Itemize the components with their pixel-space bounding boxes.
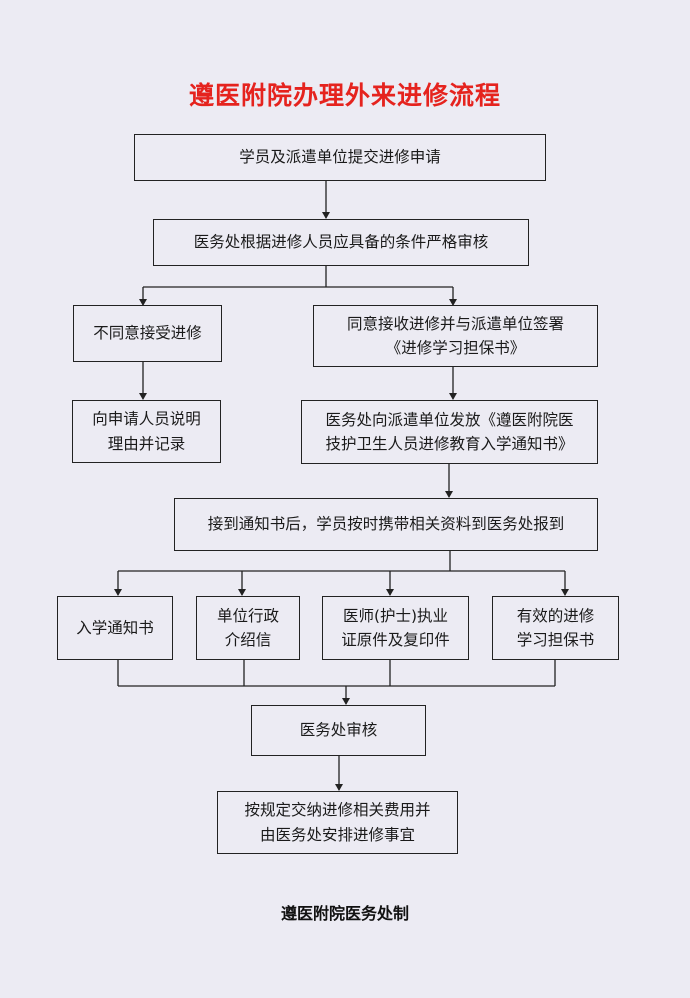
step-agree-line-2: 《进修学习担保书》 bbox=[385, 339, 526, 357]
doc-guarantee-line-2: 学习担保书 bbox=[516, 631, 595, 649]
doc-unit-letter: 单位行政 介绍信 bbox=[196, 596, 300, 660]
page-title: 遵医附院办理外来进修流程 bbox=[188, 81, 501, 110]
step-submit-application: 学员及派遣单位提交进修申请 bbox=[134, 134, 546, 181]
doc-admission-label: 入学通知书 bbox=[76, 618, 154, 637]
step-explain-line-2: 理由并记录 bbox=[107, 434, 186, 453]
step-explain-record: 向申请人员说明 理由并记录 bbox=[72, 400, 221, 463]
step-agree-line-1: 同意接收进修并与派遣单位签署 bbox=[346, 314, 564, 333]
step-medical-audit: 医务处审核 bbox=[251, 705, 426, 756]
step-agree-sign: 同意接收进修并与派遣单位签署 《进修学习担保书》 bbox=[313, 305, 598, 367]
step-pay-fees: 按规定交纳进修相关费用并 由医务处安排进修事宜 bbox=[217, 791, 458, 854]
doc-letter-line-1: 单位行政 bbox=[216, 606, 279, 625]
step-issue-notice: 医务处向派遣单位发放《遵医附院医 技护卫生人员进修教育入学通知书》 bbox=[301, 400, 598, 464]
step-fees-line-1: 按规定交纳进修相关费用并 bbox=[244, 801, 431, 820]
step-notify-line-2: 技护卫生人员进修教育入学通知书》 bbox=[325, 435, 574, 453]
step-submit-label: 学员及派遣单位提交进修申请 bbox=[239, 148, 441, 167]
step-explain-line-1: 向申请人员说明 bbox=[92, 410, 201, 429]
step-strict-review: 医务处根据进修人员应具备的条件严格审核 bbox=[153, 219, 529, 266]
step-disagree-label: 不同意接受进修 bbox=[93, 324, 202, 343]
step-notify-line-1: 医务处向派遣单位发放《遵医附院医 bbox=[325, 410, 574, 429]
issuer-footer: 遵医附院医务处制 bbox=[280, 904, 409, 923]
step-review-label: 医务处根据进修人员应具备的条件严格审核 bbox=[193, 233, 489, 252]
doc-license-line-1: 医师(护士)执业 bbox=[342, 606, 449, 625]
doc-practice-license: 医师(护士)执业 证原件及复印件 bbox=[322, 596, 469, 660]
step-fees-line-2: 由医务处安排进修事宜 bbox=[259, 825, 415, 844]
doc-license-line-2: 证原件及复印件 bbox=[341, 631, 450, 649]
doc-admission-notice: 入学通知书 bbox=[57, 596, 173, 660]
step-report-label: 接到通知书后，学员按时携带相关资料到医务处报到 bbox=[207, 515, 565, 534]
step-audit-label: 医务处审核 bbox=[299, 721, 378, 740]
doc-guarantee-line-1: 有效的进修 bbox=[516, 606, 595, 625]
doc-guarantee: 有效的进修 学习担保书 bbox=[492, 596, 619, 660]
step-disagree: 不同意接受进修 bbox=[73, 305, 222, 362]
doc-letter-line-2: 介绍信 bbox=[224, 631, 272, 649]
step-report-in: 接到通知书后，学员按时携带相关资料到医务处报到 bbox=[174, 498, 598, 551]
